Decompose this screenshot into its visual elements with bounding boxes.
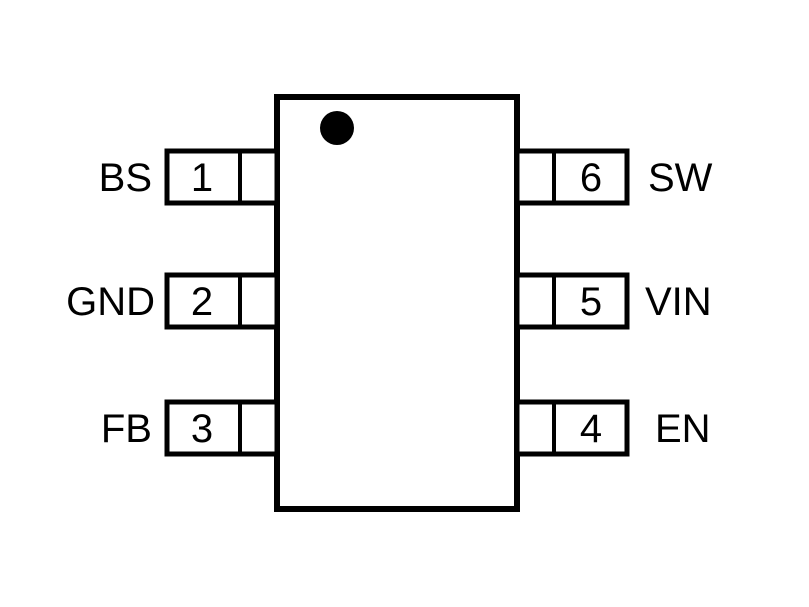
pin-6-number: 6 [580, 156, 602, 200]
pin-2: 2 GND [66, 272, 280, 330]
pin-4-number: 4 [580, 407, 602, 451]
pin-4: 4 EN [514, 399, 711, 457]
pin1-orientation-dot [320, 111, 354, 145]
pin-4-lead [514, 399, 630, 457]
pin-3-name: FB [101, 407, 152, 451]
ic-body [274, 94, 520, 512]
pin-2-number: 2 [191, 280, 213, 324]
pin-5: 5 VIN [514, 272, 712, 330]
pin-1-lead [164, 148, 280, 206]
pin-2-lead [164, 272, 280, 330]
pin-6-name: SW [648, 156, 713, 200]
pin-6-lead [514, 148, 630, 206]
pin-3-lead [164, 399, 280, 457]
pin-1-number: 1 [191, 156, 213, 200]
pin-4-name: EN [655, 407, 711, 451]
pin-5-lead [514, 272, 630, 330]
pin-1-name: BS [99, 156, 152, 200]
pin-1: 1 BS [99, 148, 280, 206]
pin-3-number: 3 [191, 407, 213, 451]
pin-2-name: GND [66, 280, 155, 324]
pin-5-name: VIN [645, 280, 712, 324]
pin-5-number: 5 [580, 280, 602, 324]
pin-6: 6 SW [514, 148, 713, 206]
pin-3: 3 FB [101, 399, 280, 457]
